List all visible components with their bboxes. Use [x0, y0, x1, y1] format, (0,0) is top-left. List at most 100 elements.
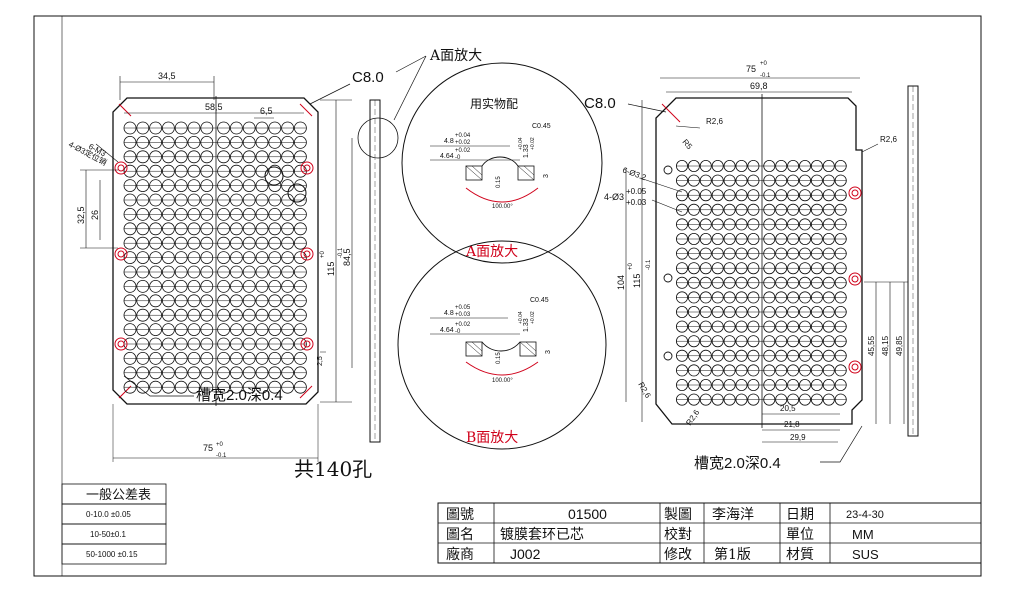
right-hole-grid — [676, 159, 847, 406]
detail-a-title: A面放大 — [465, 244, 518, 260]
right-dim-w75-tol-top: +0 — [760, 61, 768, 67]
date: 23-4-30 — [846, 509, 884, 521]
dim-h115-main: 115 — [326, 262, 336, 276]
right-dim-w75-tol-bottom: -0.1 — [760, 73, 771, 79]
drawing-frame — [33, 15, 982, 577]
drawing-no: 01500 — [568, 506, 607, 522]
revision-label: 修改 — [664, 547, 692, 563]
revision: 第1版 — [714, 546, 751, 563]
right-hole-4-top: +0.05 — [626, 187, 647, 196]
detail-a-d2: 4.64 — [440, 153, 454, 160]
dim-small-25: 2,5 — [317, 356, 324, 366]
tolerance-row: 50-1000 ±0.15 — [86, 550, 138, 559]
unit: MM — [852, 527, 874, 542]
detail-b-d1-top: +0.05 — [455, 305, 471, 311]
left-side-section: A面放大 — [357, 48, 482, 443]
detail-b-small: 0.15 — [496, 352, 502, 364]
right-side-section — [907, 85, 919, 437]
right-r26-c: R2,6 — [636, 381, 653, 401]
dim-h115-tol-bottom: -0.1 — [338, 247, 344, 258]
material-label: 材質 — [786, 547, 814, 563]
detail-a-d1-top: +0.04 — [455, 133, 471, 139]
detail-b-d1-bottom: +0.03 — [455, 312, 471, 318]
dim-w75-main: 75 — [203, 443, 213, 453]
dim-h84: 84,5 — [342, 248, 352, 266]
detail-a-vertical: 1.33 — [523, 144, 530, 158]
dim-h115-tol-top: +0 — [320, 250, 326, 258]
right-r5: R5 — [680, 138, 694, 152]
left-groove-note: 槽宽2.0深0.4 — [196, 387, 283, 404]
right-plate-outline — [655, 97, 863, 425]
detail-a-note: 用实物配 — [470, 96, 518, 111]
right-dim-h104: 104 — [616, 275, 626, 290]
right-chamfer-label: C8.0 — [584, 95, 616, 112]
left-plate-outline — [112, 97, 319, 405]
detail-b-vertical-bottom: +0.02 — [530, 311, 536, 324]
unit-label: 單位 — [786, 527, 814, 543]
detail-b-d2-top: +0.02 — [455, 322, 471, 328]
right-r26-b: R2,6 — [880, 135, 897, 144]
detail-a-callout: A面放大 — [429, 48, 482, 64]
detail-b-angle: 100.00° — [492, 378, 513, 384]
right-hole-4-bottom: +0.03 — [626, 198, 647, 207]
material: SUS — [852, 547, 879, 562]
dim-pitch: 6,5 — [260, 106, 273, 116]
left-chamfer-label: C8.0 — [352, 69, 384, 86]
dim-top-width: 34,5 — [158, 71, 176, 81]
drawing-no-label: 圖號 — [446, 507, 474, 523]
tolerance-row: 10-50±0.1 — [90, 530, 127, 539]
left-locating-holes — [114, 161, 314, 351]
detail-a-small: 0.15 — [496, 176, 502, 188]
dim-inner-width: 58,5 — [205, 102, 223, 112]
detail-b-title: B面放大 — [466, 430, 518, 446]
vendor-label: 廠商 — [446, 546, 474, 563]
right-hole-4: 4-Ø3 — [604, 192, 624, 202]
tolerance-title: 一般公差表 — [86, 487, 151, 503]
detail-a-depth: 3 — [543, 174, 550, 178]
detail-a-d2-bottom: -0 — [455, 155, 461, 161]
right-groove-note: 槽宽2.0深0.4 — [694, 455, 781, 472]
left-hole-grid — [123, 121, 307, 394]
tolerance-table: 一般公差表 0-10.0 ±0.05 10-50±0.1 50-1000 ±0.… — [61, 483, 167, 565]
detail-a-d2-top: +0.02 — [455, 148, 471, 154]
right-dim-w299: 29,9 — [790, 433, 806, 442]
right-dim-w205: 20,5 — [780, 404, 796, 413]
detail-b-d2-bottom: -0 — [455, 329, 461, 335]
right-r26-a: R2,6 — [706, 117, 723, 126]
detail-b-view: 4.8 +0.05 +0.03 4.64 +0.02 -0 C0.45 1.33… — [397, 240, 607, 450]
right-dim-w75-main: 75 — [746, 64, 756, 74]
right-dim-w69: 69,8 — [750, 81, 768, 91]
name-label: 圖名 — [446, 527, 474, 543]
dim-w75-tol-bottom: -0.1 — [216, 453, 227, 459]
drawn-by: 李海洋 — [712, 507, 754, 523]
detail-b-d2: 4.64 — [440, 327, 454, 334]
right-dim-h4985: 49,85 — [895, 335, 904, 356]
detail-a-chamfer: C0.45 — [532, 123, 551, 130]
detail-b-vertical-top: +0.04 — [518, 311, 524, 324]
right-dim-h4815: 48,15 — [881, 335, 890, 356]
title-block: 圖號 01500 圖名 镀膜套环已芯 廠商 J002 製圖 李海洋 校對 修改 … — [437, 502, 982, 564]
right-dim-h115-tol-bottom: -0.1 — [646, 259, 652, 270]
detail-a-d1: 4.8 — [444, 138, 454, 145]
dim-h26: 26 — [90, 210, 100, 220]
hole-count-note: 共140孔 — [294, 457, 372, 481]
tolerance-row: 0-10.0 ±0.05 — [86, 510, 131, 519]
detail-b-chamfer: C0.45 — [530, 297, 549, 304]
right-hole-6: 6-Ø3.2 — [621, 165, 648, 182]
left-view: 34,5 58,5 6,5 6-M3 4-Ø3定位销 32,5 26 115 +… — [67, 69, 384, 481]
dim-h32: 32,5 — [76, 206, 86, 224]
right-dim-h4555: 45,55 — [867, 335, 876, 356]
vendor: J002 — [510, 546, 541, 562]
detail-a-vertical-top: +0.04 — [518, 137, 524, 150]
right-dim-h115-tol-top: +0 — [628, 262, 634, 270]
detail-a-d1-bottom: +0.02 — [455, 140, 471, 146]
detail-a-vertical-bottom: +0.02 — [530, 137, 536, 150]
right-dim-w218: 21,8 — [784, 420, 800, 429]
detail-b-depth: 3 — [545, 350, 552, 354]
date-label: 日期 — [786, 507, 814, 523]
check-label: 校對 — [664, 526, 692, 543]
drawn-label: 製圖 — [664, 507, 692, 523]
right-view: 75 +0 -0.1 69,8 R2,6 R2,6 R2,6 R2,6 R5 6… — [584, 61, 908, 472]
dim-w75-tol-top: +0 — [216, 442, 224, 448]
